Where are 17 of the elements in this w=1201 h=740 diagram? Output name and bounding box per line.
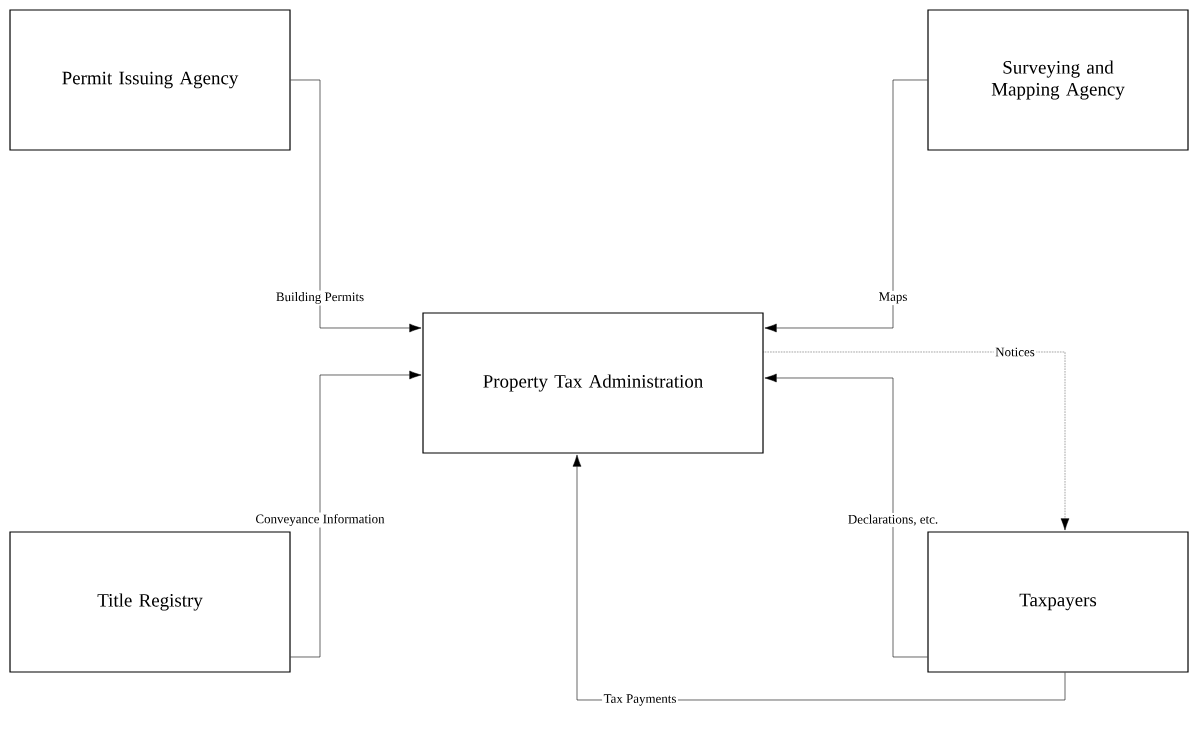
arrow	[764, 79, 928, 333]
arrow	[764, 373, 928, 658]
edge-label: Declarations, etc.	[846, 513, 940, 527]
entity-box: Surveying and Mapping Agency	[927, 9, 1189, 151]
entity-box: Permit Issuing Agency	[9, 9, 291, 151]
edge-label: Notices	[993, 346, 1037, 358]
arrow	[290, 79, 422, 333]
entity-box: Property Tax Administration	[422, 312, 764, 454]
entity-box: Title Registry	[9, 531, 291, 673]
edge-label: Conveyance Information	[253, 512, 387, 528]
edge-label: Tax Payments	[602, 692, 678, 708]
arrow	[572, 454, 1066, 701]
arrow	[290, 370, 422, 658]
edge-label: Building Permits	[274, 290, 366, 306]
arrow	[763, 351, 1070, 531]
edge-label: Maps	[877, 290, 909, 306]
entity-box: Taxpayers	[927, 531, 1189, 673]
